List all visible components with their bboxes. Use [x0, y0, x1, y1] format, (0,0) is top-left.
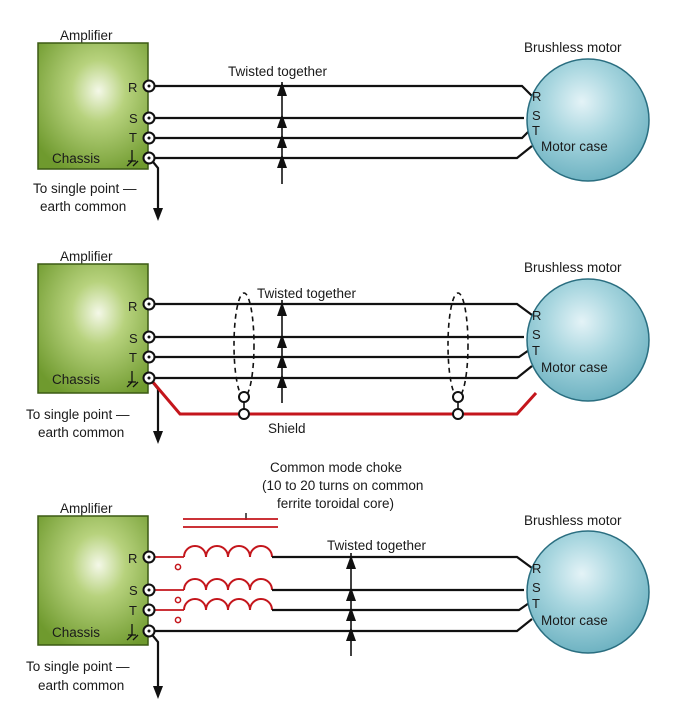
twist-label: Twisted together — [257, 286, 357, 301]
panel-choke: Common mode choke (10 to 20 turns on com… — [26, 460, 650, 699]
motor-circle — [526, 530, 650, 654]
wire-case — [149, 618, 533, 633]
choke-label-line2: (10 to 20 turns on common — [262, 478, 423, 493]
pin-s-label: S — [129, 583, 138, 598]
motor-case-label: Motor case — [541, 360, 608, 375]
twist-arrow-icon — [277, 82, 287, 168]
motor-pin-t: T — [532, 596, 540, 611]
shield-terminal — [452, 391, 464, 403]
amplifier-label: Amplifier — [60, 501, 113, 516]
motor-case-label: Motor case — [541, 139, 608, 154]
motor-case-label: Motor case — [541, 613, 608, 628]
choke-coil-icon — [183, 578, 273, 591]
earth-arrow-icon — [153, 431, 163, 444]
wire-case — [149, 145, 533, 160]
shield-label: Shield — [268, 421, 306, 436]
shield-sleeve-right — [447, 292, 469, 398]
chassis-label: Chassis — [52, 151, 100, 166]
wire-t — [149, 347, 533, 359]
wire-r — [149, 84, 533, 97]
twist-arrow-icon — [346, 555, 356, 641]
motor-pin-r: R — [532, 561, 541, 576]
motor-pin-r: R — [532, 308, 541, 323]
twist-arrow-icon — [277, 302, 287, 388]
wire-r — [272, 555, 533, 569]
pin-r-label: R — [128, 551, 137, 566]
choke-coil-icon — [183, 545, 273, 558]
wire-t — [272, 600, 533, 612]
earth-label-line1: To single point — — [33, 181, 137, 196]
polarity-dot — [174, 563, 182, 571]
chassis-label: Chassis — [52, 372, 100, 387]
motor-label: Brushless motor — [524, 40, 622, 55]
motor-label: Brushless motor — [524, 260, 622, 275]
polarity-dot — [174, 616, 182, 624]
amplifier-label: Amplifier — [60, 28, 113, 43]
motor-pin-r: R — [532, 89, 541, 104]
earth-arrow-icon — [153, 208, 163, 221]
pin-r-label: R — [128, 299, 137, 314]
pin-s-label: S — [129, 111, 138, 126]
wire-t — [149, 127, 533, 140]
earth-label-line2: earth common — [38, 425, 124, 440]
shield-drain-wire — [150, 380, 538, 416]
motor-pin-t: T — [532, 343, 540, 358]
earth-label-line2: earth common — [40, 199, 126, 214]
wire-case — [149, 365, 533, 380]
earth-wire — [148, 156, 160, 215]
shield-terminal — [238, 408, 250, 420]
pin-s-label: S — [129, 331, 138, 346]
earth-wire — [148, 630, 160, 693]
pin-r-label: R — [128, 80, 137, 95]
earth-label-line1: To single point — — [26, 659, 130, 674]
chassis-ground-icon — [126, 150, 139, 167]
panel-basic: Amplifier R S T Chassis To single point … — [33, 28, 650, 221]
earth-arrow-icon — [153, 686, 163, 699]
twist-label: Twisted together — [327, 538, 427, 553]
choke-core-icon — [183, 518, 278, 528]
earth-label-line2: earth common — [38, 678, 124, 693]
motor-pin-s: S — [532, 327, 541, 342]
chassis-ground-icon — [126, 371, 139, 388]
pin-t-label: T — [129, 130, 137, 145]
shield-terminal — [452, 408, 464, 420]
chassis-ground-icon — [126, 624, 139, 641]
twist-label: Twisted together — [228, 64, 328, 79]
panel-shielded: Amplifier R S T Chassis To single point … — [26, 249, 650, 444]
pin-t-label: T — [129, 603, 137, 618]
motor-circle — [526, 278, 650, 402]
pin-t-label: T — [129, 350, 137, 365]
chassis-label: Chassis — [52, 625, 100, 640]
amplifier-box — [37, 263, 149, 394]
earth-label-line1: To single point — — [26, 407, 130, 422]
amplifier-box — [37, 515, 149, 646]
shield-terminal — [238, 391, 250, 403]
motor-pin-s: S — [532, 108, 541, 123]
choke-coil-icon — [183, 598, 273, 611]
motor-pin-t: T — [532, 123, 540, 138]
amplifier-box — [37, 42, 149, 170]
shield-sleeve-left — [233, 292, 255, 398]
amplifier-label: Amplifier — [60, 249, 113, 264]
motor-label: Brushless motor — [524, 513, 622, 528]
motor-circle — [526, 58, 650, 182]
choke-label-line1: Common mode choke — [270, 460, 402, 475]
polarity-dot — [174, 596, 182, 604]
motor-pin-s: S — [532, 580, 541, 595]
wire-r — [149, 302, 533, 316]
choke-label-line3: ferrite toroidal core) — [277, 496, 394, 511]
